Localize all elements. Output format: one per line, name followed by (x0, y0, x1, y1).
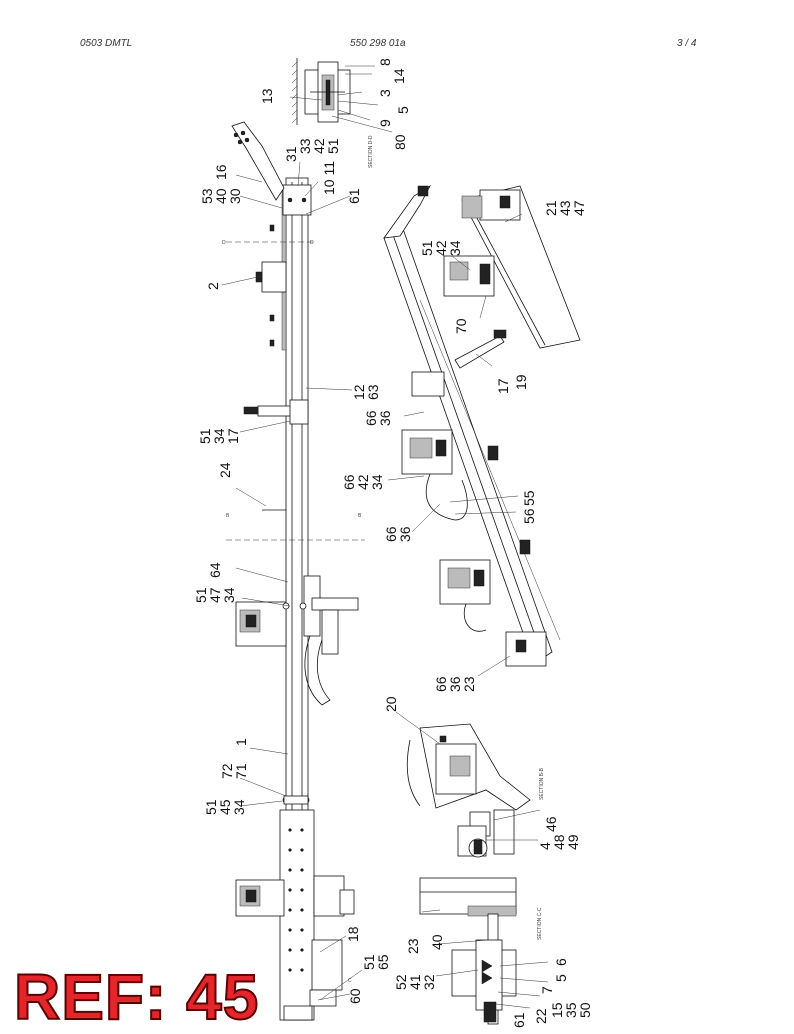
iso-callout-23: 23 (461, 676, 477, 692)
callout-72: 72 (219, 763, 235, 779)
callout-9: 9 (377, 119, 393, 127)
callout-5b: 5 (553, 974, 569, 982)
section-bb-detail: SECTION B-B (406, 723, 545, 858)
callout-17-iso: 17 (495, 378, 511, 394)
iso-callout-36a: 36 (377, 410, 393, 426)
callout-2: 2 (205, 282, 221, 290)
callout-12: 12 (351, 384, 367, 400)
header-page-number: 3 / 4 (677, 38, 697, 49)
iso-callout-66c: 66 (383, 526, 399, 542)
callout-52: 52 (393, 974, 409, 990)
callout-10-11: 10 11 (321, 161, 337, 195)
callout-4: 4 (537, 842, 553, 850)
callout-63: 63 (365, 384, 381, 400)
section-cc-detail: SECTION C-C (419, 877, 543, 1025)
section-mark-b-right: B (358, 513, 362, 519)
callout-23b: 23 (405, 938, 421, 954)
callout-30: 30 (227, 188, 243, 204)
callout-19: 19 (513, 374, 529, 390)
callout-50: 50 (577, 1002, 593, 1018)
callout-6: 6 (553, 958, 569, 966)
callout-51d: 51 (203, 799, 219, 815)
callout-32: 32 (421, 974, 437, 990)
iso-callout-66d: 66 (433, 676, 449, 692)
iso-callout-43: 43 (557, 200, 573, 216)
iso-callout-34: 34 (447, 240, 463, 256)
section-mark-d-right: D (310, 240, 314, 246)
callout-40: 40 (213, 188, 229, 204)
iso-callout-51: 51 (419, 240, 435, 256)
header-part-number: 550 298 01a (350, 38, 406, 49)
callout-71: 71 (233, 763, 249, 779)
iso-callout-36c: 36 (397, 526, 413, 542)
callout-15: 15 (549, 1002, 565, 1018)
callout-51b: 51 (197, 428, 213, 444)
callout-53: 53 (199, 188, 215, 204)
callout-61: 61 (346, 188, 362, 204)
section-lines: D D B B C (222, 240, 365, 984)
callout-34b: 34 (211, 428, 227, 444)
callout-40b: 40 (429, 934, 445, 950)
callout-13: 13 (259, 88, 275, 104)
section-cc-label: SECTION C-C (537, 907, 543, 940)
callout-24: 24 (217, 462, 233, 478)
iso-callout-42b: 42 (355, 474, 371, 490)
callout-60: 60 (347, 988, 363, 1004)
callout-48: 48 (551, 834, 567, 850)
callout-17: 17 (225, 428, 241, 444)
iso-callout-21: 21 (543, 200, 559, 216)
callout-14: 14 (391, 68, 407, 84)
callout-65: 65 (375, 954, 391, 970)
callout-56: 56 (521, 508, 537, 524)
callout-46: 46 (543, 816, 559, 832)
iso-callout-47: 47 (571, 200, 587, 216)
callout-5: 5 (395, 106, 411, 114)
main-rail (231, 121, 359, 1021)
callout-45: 45 (217, 799, 233, 815)
callout-8: 8 (377, 58, 393, 66)
callout-49: 49 (565, 834, 581, 850)
section-mark-c: C (348, 978, 352, 984)
iso-callout-42: 42 (433, 240, 449, 256)
callout-18: 18 (345, 926, 361, 942)
callout-80: 80 (392, 134, 408, 150)
callout-31: 31 (283, 146, 299, 162)
callout-61b: 61 (511, 1012, 527, 1028)
callout-35: 35 (563, 1002, 579, 1018)
section-dd-label: SECTION D-D (368, 135, 374, 168)
callout-55: 55 (521, 490, 537, 506)
callout-34d: 34 (231, 799, 247, 815)
callout-47: 47 (207, 587, 223, 603)
callout-22: 22 (533, 1008, 549, 1024)
iso-callout-66a: 66 (363, 410, 379, 426)
callout-7: 7 (539, 986, 555, 994)
callout-34c: 34 (221, 587, 237, 603)
iso-callout-66b: 66 (341, 474, 357, 490)
callout-33: 33 (297, 138, 313, 154)
callout-16: 16 (213, 164, 229, 180)
callout-51c: 51 (193, 587, 209, 603)
callout-20: 20 (383, 696, 399, 712)
ref-stamp: REF: 45 (13, 961, 260, 1033)
callout-3: 3 (377, 89, 393, 97)
callout-1: 1 (233, 738, 249, 746)
section-bb-label: SECTION B-B (539, 767, 545, 800)
iso-callout-34b: 34 (369, 474, 385, 490)
section-mark-d-left: D (222, 240, 226, 246)
callout-70: 70 (453, 318, 469, 334)
callout-42: 42 (311, 138, 327, 154)
callout-64: 64 (207, 562, 223, 578)
section-mark-b-left: B (226, 513, 230, 519)
callout-51: 51 (325, 138, 341, 154)
callout-51e: 51 (361, 954, 377, 970)
isometric-view (383, 184, 581, 667)
header-doc-code: 0503 DMTL (80, 38, 133, 49)
iso-callout-36d: 36 (447, 676, 463, 692)
callout-41: 41 (407, 974, 423, 990)
section-dd-detail: SECTION D-D (289, 58, 393, 168)
